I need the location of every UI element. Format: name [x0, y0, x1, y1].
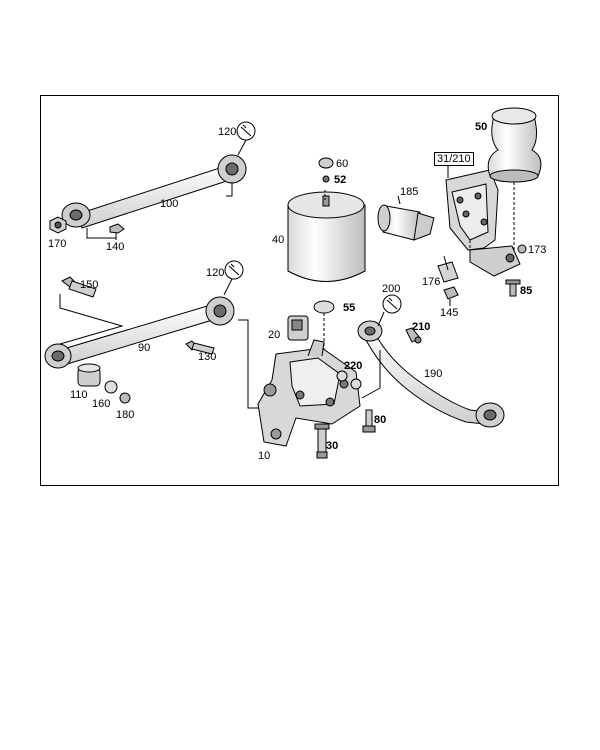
label-170: 170 — [48, 238, 67, 250]
wrench-icon-lower — [223, 260, 244, 296]
bracket-31-210 — [445, 169, 521, 277]
label-145: 145 — [440, 307, 459, 319]
label-185: 185 — [400, 186, 419, 198]
upper-strut-100 — [61, 154, 247, 229]
label-120-lower: 120 — [206, 267, 225, 279]
label-160: 160 — [92, 398, 111, 410]
label-190: 190 — [424, 368, 443, 380]
wrench-icon-upper — [236, 121, 256, 156]
sleeve-176 — [437, 261, 459, 283]
label-210: 210 — [412, 321, 431, 333]
air-bellow-50 — [487, 107, 542, 250]
label-110: 110 — [70, 389, 88, 401]
label-90: 90 — [138, 342, 151, 354]
washer-160 — [104, 380, 118, 394]
label-176: 176 — [422, 276, 441, 288]
bolt-150 — [61, 276, 97, 298]
nut-60 — [318, 157, 334, 169]
label-40: 40 — [272, 234, 285, 246]
nut-170 — [49, 216, 67, 234]
label-140: 140 — [106, 241, 125, 253]
bolt-130 — [185, 340, 215, 355]
label-20: 20 — [268, 329, 281, 341]
nut-180 — [119, 392, 131, 404]
label-85: 85 — [520, 285, 533, 297]
label-220: 220 — [344, 360, 363, 372]
air-spring-40 — [287, 191, 366, 282]
strut-190 — [357, 320, 505, 428]
washer-55 — [313, 300, 335, 314]
nut-173 — [517, 244, 527, 254]
label-120-upper: 120 — [218, 126, 237, 138]
label-50: 50 — [475, 121, 488, 133]
label-173: 173 — [528, 244, 547, 256]
washer-220 — [336, 370, 362, 390]
label-200: 200 — [382, 283, 401, 295]
axle-bracket-10 — [257, 339, 361, 447]
diagram-frame — [40, 95, 559, 486]
bolt-145 — [443, 286, 459, 306]
damper-185 — [377, 204, 435, 241]
label-80: 80 — [374, 414, 387, 426]
bolt-85 — [505, 279, 521, 297]
label-52: 52 — [334, 174, 347, 186]
label-31-210: 31/210 — [434, 152, 474, 166]
label-55: 55 — [343, 302, 356, 314]
label-60: 60 — [336, 158, 349, 170]
bolt-80 — [362, 409, 376, 433]
nut-52 — [322, 175, 330, 183]
bolt-210 — [405, 327, 422, 344]
wrench-icon-200 — [377, 294, 402, 327]
lower-strut-90 — [44, 296, 235, 369]
label-30: 30 — [326, 440, 339, 452]
label-180: 180 — [116, 409, 135, 421]
label-10: 10 — [258, 450, 271, 462]
label-130: 130 — [198, 351, 217, 363]
bushing-110 — [77, 363, 101, 387]
bump-stop-20 — [287, 315, 309, 341]
bolt-140 — [109, 223, 125, 240]
bolt-30 — [314, 423, 330, 459]
label-150: 150 — [80, 279, 99, 291]
label-100: 100 — [160, 198, 179, 210]
